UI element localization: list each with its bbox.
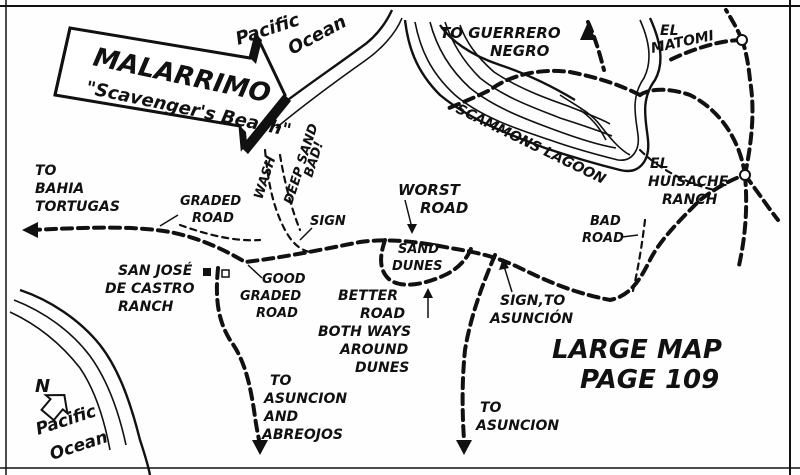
el-huisache-ranch-marker <box>739 169 751 181</box>
sign-to-asuncion-arrowhead <box>499 258 509 270</box>
el-matomi-marker <box>736 34 748 46</box>
san-jose-label-2: DE CASTRO <box>105 281 195 297</box>
wash-label: WASH <box>252 154 280 201</box>
to-asuncion-abreojos-label-3: AND <box>263 409 298 425</box>
sand-dunes-label-2: DUNES <box>392 259 442 274</box>
bad-road-spur <box>630 148 717 297</box>
pacific-coastline-bottom <box>9 288 152 475</box>
ranch-building-marker <box>221 269 230 278</box>
better-road-label-3: BOTH WAYS <box>318 324 411 340</box>
el-huisache-label-2: HUISACHE <box>648 174 729 190</box>
main-road <box>28 8 780 303</box>
large-map-reference-line-1: LARGE MAP <box>552 335 722 365</box>
sign-to-asuncion-label-2: ASUNCIÓN <box>489 309 573 327</box>
graded-road-pointer <box>159 214 179 227</box>
bahia-tortugas-label-1: TO <box>35 163 57 179</box>
worst-road-label-2: ROAD <box>420 199 468 217</box>
worst-road-arrowhead <box>407 224 417 234</box>
good-graded-label-3: ROAD <box>256 306 298 321</box>
scammons-lagoon-shoreline <box>403 17 662 173</box>
guerrero-negro-label-1: TO GUERRERO <box>440 24 561 42</box>
sign-to-asuncion-pointer <box>503 265 513 293</box>
good-graded-label-1: GOOD <box>262 272 306 287</box>
sign-pointer <box>299 227 313 241</box>
north-arrow <box>40 394 69 422</box>
sand-dunes-label-1: SAND <box>398 242 439 257</box>
arrow-to-guerrero-negro <box>580 22 596 40</box>
bad-road-label-2: ROAD <box>582 231 624 246</box>
better-road-arrowhead <box>423 288 433 298</box>
to-asuncion-abreojos-label-1: TO <box>270 373 292 389</box>
el-matomi-label-1: EL <box>660 23 678 39</box>
graded-road-label-1: GRADED <box>180 194 241 209</box>
bad-road-label-1: BAD <box>590 214 621 229</box>
san-jose-label-1: SAN JOSÉ <box>118 262 193 279</box>
bahia-tortugas-label-2: BAHIA <box>35 181 84 197</box>
sign-label: SIGN <box>310 214 346 229</box>
better-road-label-5: DUNES <box>355 360 409 376</box>
large-map-reference-line-2: PAGE 109 <box>580 365 719 395</box>
bad-road-pointer <box>621 234 639 238</box>
to-asuncion-abreojos-label-2: ASUNCION <box>263 391 347 407</box>
good-graded-label-2: GRADED <box>240 289 301 304</box>
malarrimo-arrow <box>53 26 291 154</box>
good-graded-pointer <box>247 264 263 279</box>
worst-road-pointer <box>404 199 413 229</box>
el-huisache-label-3: RANCH <box>662 192 718 208</box>
wash-spur-road <box>178 148 312 254</box>
guerrero-negro-label-2: NEGRO <box>490 42 550 60</box>
dune-loop-road <box>379 238 474 287</box>
road-to-abreojos <box>214 266 268 455</box>
san-jose-de-castro-ranch-marker <box>203 268 211 276</box>
road-to-asuncion <box>456 253 497 455</box>
better-road-label-2: ROAD <box>360 306 405 322</box>
bahia-tortugas-label-3: TORTUGAS <box>35 199 120 215</box>
better-road-label-4: AROUND <box>339 342 408 358</box>
to-asuncion-label-2: ASUNCION <box>475 418 559 434</box>
to-asuncion-abreojos-label-4: ABREOJOS <box>261 427 343 443</box>
graded-road-label-2: ROAD <box>192 211 234 226</box>
to-asuncion-label-1: TO <box>480 400 502 416</box>
el-huisache-label-1: EL <box>650 156 668 172</box>
sign-to-asuncion-label-1: SIGN,TO <box>500 293 565 309</box>
pacific-coastline-top <box>267 9 403 129</box>
worst-road-label-1: WORST <box>398 181 462 199</box>
better-road-label-1: BETTER <box>338 288 398 304</box>
san-jose-label-3: RANCH <box>118 299 174 315</box>
north-arrow-label: N <box>35 376 50 397</box>
arrow-to-bahia-tortugas <box>22 222 38 238</box>
